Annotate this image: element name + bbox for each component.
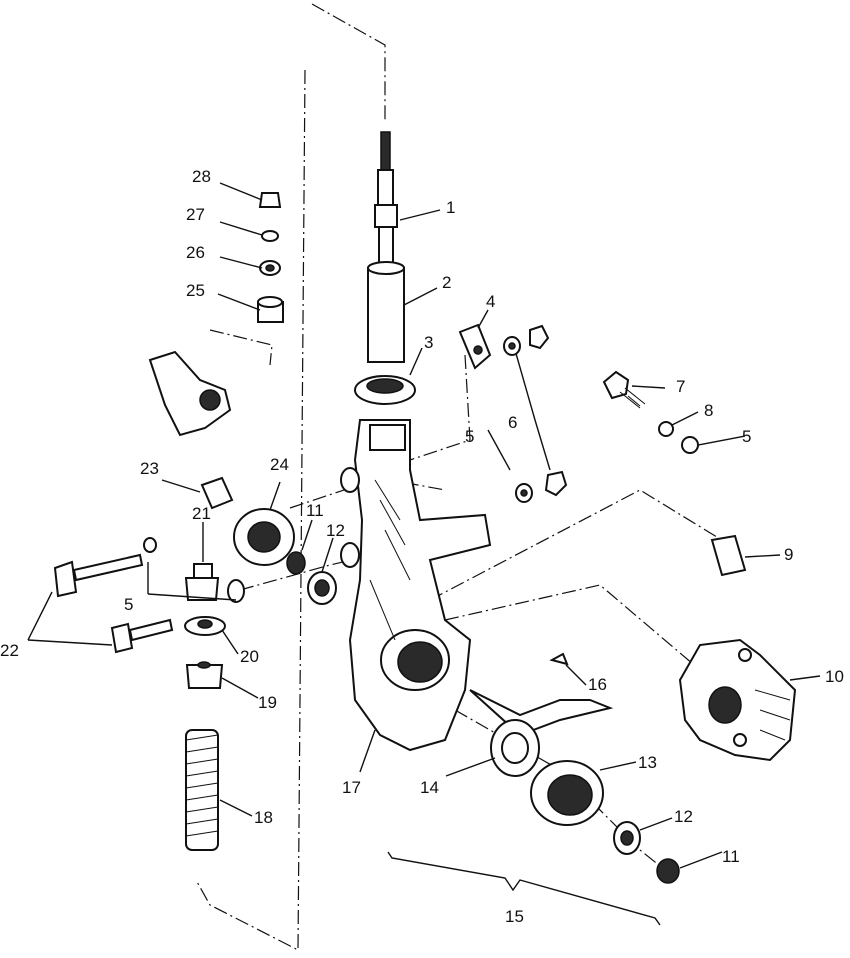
part-bearing-group-right bbox=[469, 652, 680, 884]
part-bolts-22 bbox=[53, 537, 245, 654]
part-key-9 bbox=[710, 534, 747, 577]
part-caliper-10 bbox=[678, 638, 797, 762]
part-washers-and-nuts bbox=[503, 324, 568, 503]
callout-8: 8 bbox=[704, 401, 713, 420]
part-shaft bbox=[374, 131, 398, 266]
callout-15: 15 bbox=[505, 907, 524, 926]
callout-4: 4 bbox=[486, 292, 495, 311]
callout-28: 28 bbox=[192, 167, 211, 186]
callout-16: 16 bbox=[588, 675, 607, 694]
callout-6: 6 bbox=[508, 413, 517, 432]
callout-25: 25 bbox=[186, 281, 205, 300]
part-spring-18 bbox=[185, 729, 219, 851]
callout-11a: 11 bbox=[722, 847, 740, 866]
callout-17: 17 bbox=[342, 778, 361, 797]
callout-18: 18 bbox=[254, 808, 273, 827]
callout-19: 19 bbox=[258, 693, 277, 712]
part-tab-bracket bbox=[458, 323, 492, 370]
callout-24: 24 bbox=[270, 455, 289, 474]
callout-12a: 12 bbox=[674, 807, 693, 826]
callout-27: 27 bbox=[186, 205, 205, 224]
part-bearing-group-left bbox=[200, 476, 337, 605]
part-nut-stack bbox=[184, 563, 226, 689]
callout-26: 26 bbox=[186, 243, 205, 262]
part-thrust-washer bbox=[354, 375, 416, 405]
callout-3: 3 bbox=[424, 333, 433, 352]
callout-7: 7 bbox=[676, 377, 685, 396]
part-bolt-7 bbox=[602, 370, 699, 454]
callout-21: 21 bbox=[192, 504, 211, 523]
callout-11b: 11 bbox=[306, 501, 324, 520]
group-bracket-15 bbox=[387, 851, 661, 926]
callout-14: 14 bbox=[420, 778, 439, 797]
callout-5a: 5 bbox=[465, 427, 474, 446]
callout-23: 23 bbox=[140, 459, 159, 478]
callout-12b: 12 bbox=[326, 521, 345, 540]
part-sleeve bbox=[367, 261, 405, 363]
part-knuckle-17 bbox=[340, 419, 492, 752]
callout-2: 2 bbox=[442, 273, 451, 292]
callout-10: 10 bbox=[825, 667, 844, 686]
part-mount-bracket bbox=[148, 350, 232, 437]
alignment-lines bbox=[195, 3, 731, 951]
part-top-stack bbox=[257, 192, 284, 323]
callout-numbers: 1 2 3 4 5 6 7 8 5 9 10 11 12 13 14 15 16… bbox=[0, 167, 844, 926]
callout-5b: 5 bbox=[742, 427, 751, 446]
callout-13: 13 bbox=[638, 753, 657, 772]
callout-20: 20 bbox=[240, 647, 259, 666]
callout-9: 9 bbox=[784, 545, 793, 564]
leader-lines bbox=[27, 182, 821, 869]
callout-5c: 5 bbox=[124, 595, 133, 614]
callout-1: 1 bbox=[446, 198, 455, 217]
callout-22: 22 bbox=[0, 641, 19, 660]
